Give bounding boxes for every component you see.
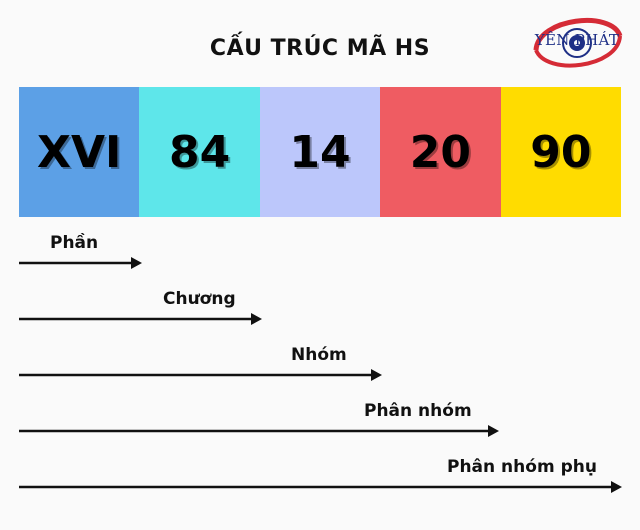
level-nhom: Nhóm bbox=[19, 345, 383, 385]
segment-chapter: 84 bbox=[139, 87, 260, 217]
level-phan-nhom: Phân nhóm bbox=[19, 401, 500, 441]
segment-heading: 14 bbox=[259, 87, 381, 217]
level-label: Chương bbox=[163, 289, 236, 309]
yen-phat-logo: YÊN PHÁT bbox=[528, 10, 626, 74]
level-chuong: Chương bbox=[19, 289, 263, 329]
logo-ring-icon bbox=[533, 17, 623, 68]
diagram-title: CẤU TRÚC MÃ HS bbox=[209, 36, 431, 61]
level-label: Nhóm bbox=[291, 345, 347, 365]
arrow-icon bbox=[19, 481, 622, 493]
logo-text: YÊN PHÁT bbox=[534, 31, 620, 49]
level-phan-nhom-phu: Phân nhóm phụ bbox=[19, 457, 623, 497]
level-label: Phân nhóm phụ bbox=[447, 457, 597, 477]
arrow-icon bbox=[19, 425, 499, 437]
arrow-icon bbox=[19, 369, 382, 381]
level-phan: Phần bbox=[19, 233, 143, 273]
level-label: Phần bbox=[50, 233, 99, 253]
arrow-icon bbox=[19, 257, 142, 269]
hs-code-segments: XVI 84 14 20 90 bbox=[19, 87, 622, 217]
segment-section: XVI bbox=[19, 87, 140, 217]
segment-tariff-line: 90 bbox=[500, 87, 622, 217]
level-label: Phân nhóm bbox=[364, 401, 472, 421]
segment-subheading: 20 bbox=[380, 87, 501, 217]
arrow-icon bbox=[19, 313, 262, 325]
